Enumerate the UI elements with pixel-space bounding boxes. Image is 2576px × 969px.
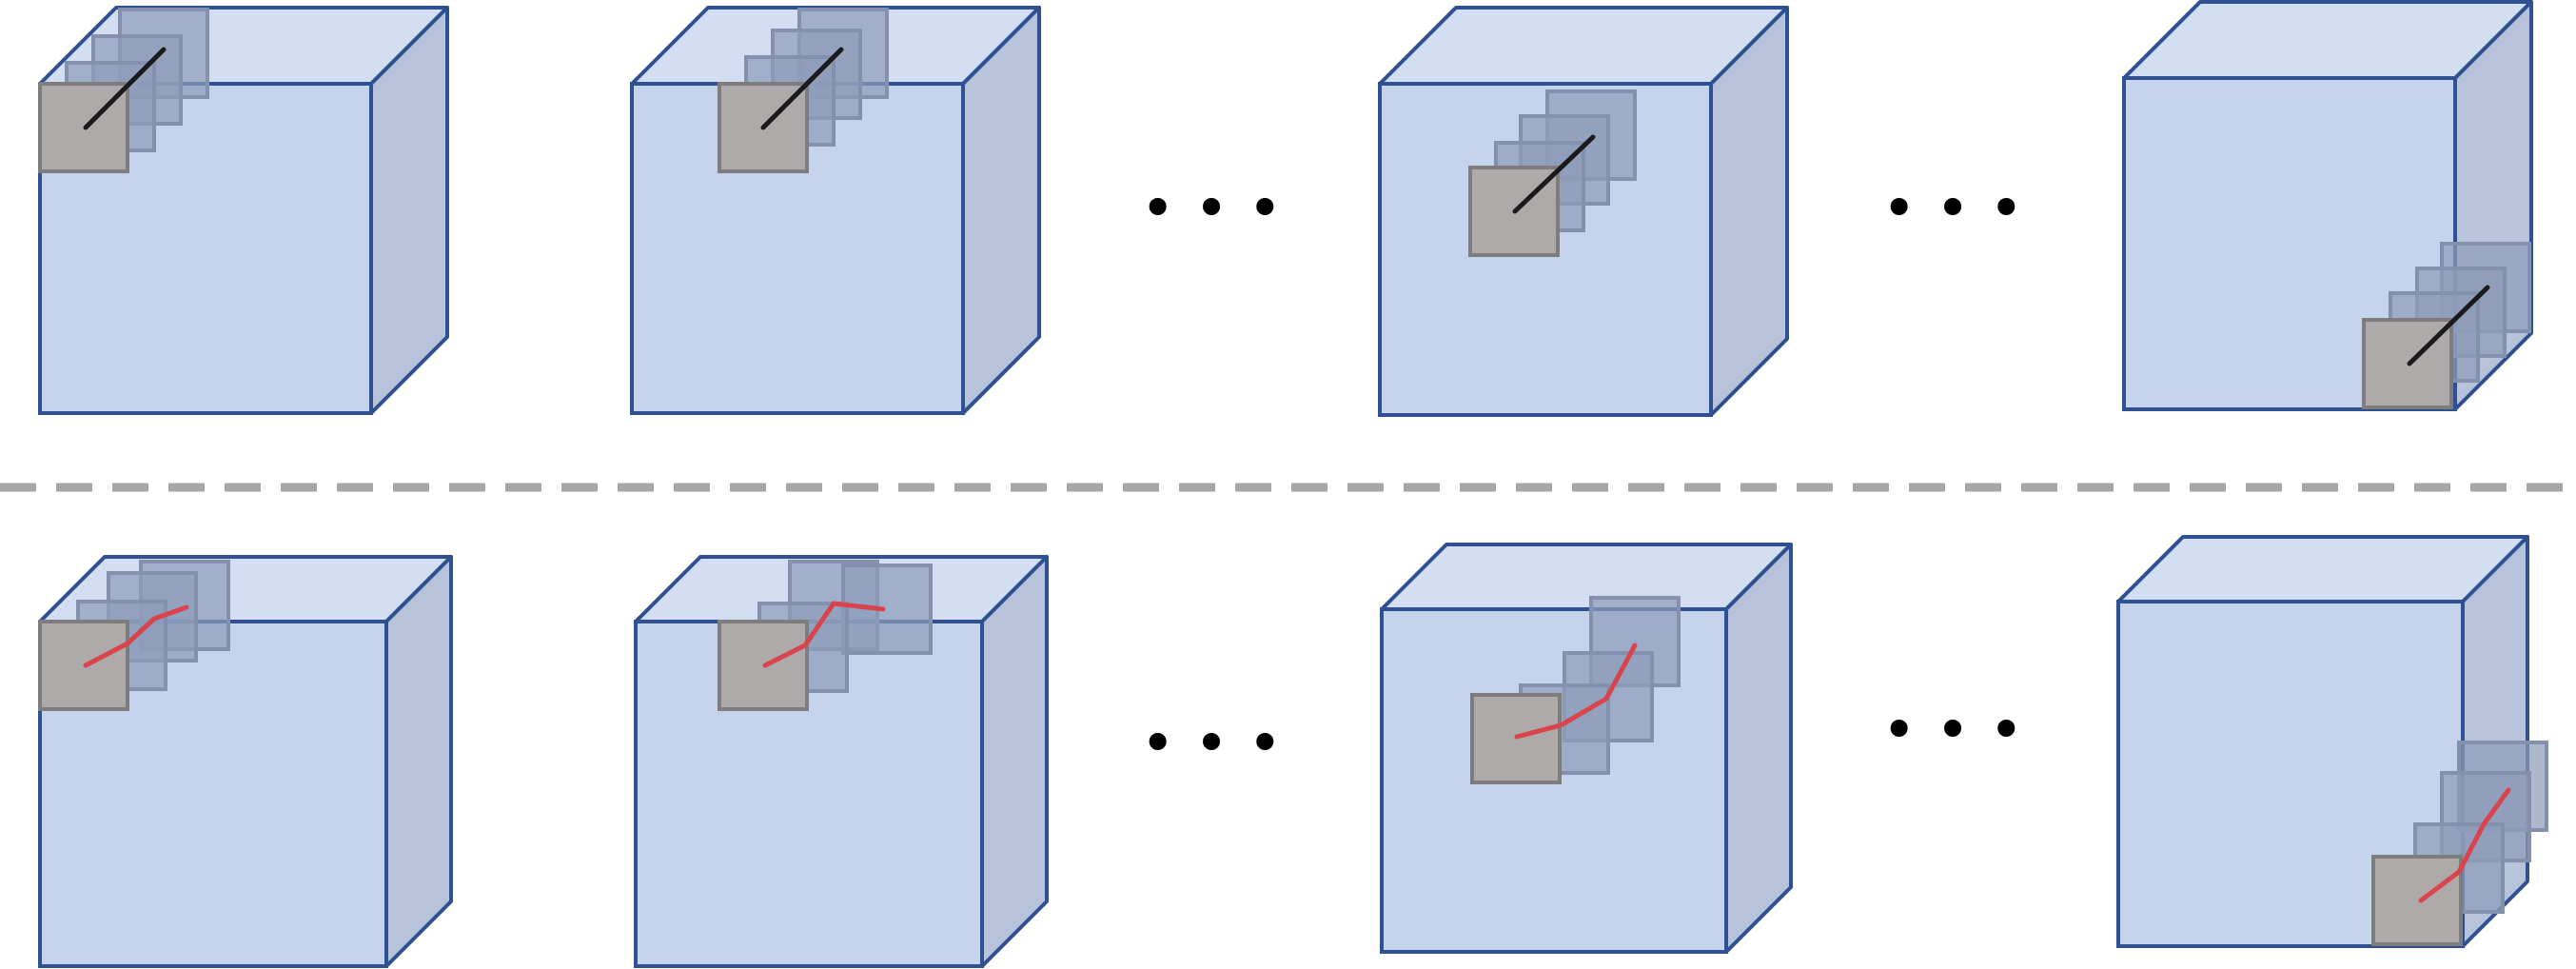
straight-trajectory-row-cube-4 [2122,0,2533,411]
curved-trajectory-row-cube-8 [2116,535,2548,948]
curved-trajectory-row-cube-6 [634,555,1049,968]
straight-trajectory-line [2407,285,2490,366]
cube-front-face [2122,76,2457,411]
curved-trajectory-row-cube-5 [38,555,453,968]
curved-trajectory-line [1514,643,1638,740]
curved-trajectory-line [83,604,189,668]
cube-side-face [384,555,453,968]
ellipsis-bottom-1: • • • [1140,708,1282,778]
previous-patch [841,564,933,655]
curved-trajectory-line [762,601,886,668]
current-patch [718,620,809,711]
current-patch [2371,855,2463,946]
straight-trajectory-line [1512,134,1596,214]
cube-side-face [980,555,1049,968]
ellipsis-top-2: • • • [1881,173,2023,243]
straight-trajectory-row-cube-1 [38,6,449,415]
straight-trajectory-row-cube-3 [1378,6,1789,417]
ellipsis-bottom-2: • • • [1881,695,2023,764]
curved-trajectory-line [2418,787,2511,903]
curved-trajectory-row-cube-7 [1380,543,1793,954]
cube-top-face [2116,535,2529,603]
straight-trajectory-row-cube-2 [630,6,1041,415]
straight-trajectory-line [83,47,167,130]
ellipsis-top-1: • • • [1140,173,1282,243]
cube-side-face [1724,543,1793,954]
cube-top-face [1380,543,1793,611]
straight-trajectory-line [760,47,844,130]
